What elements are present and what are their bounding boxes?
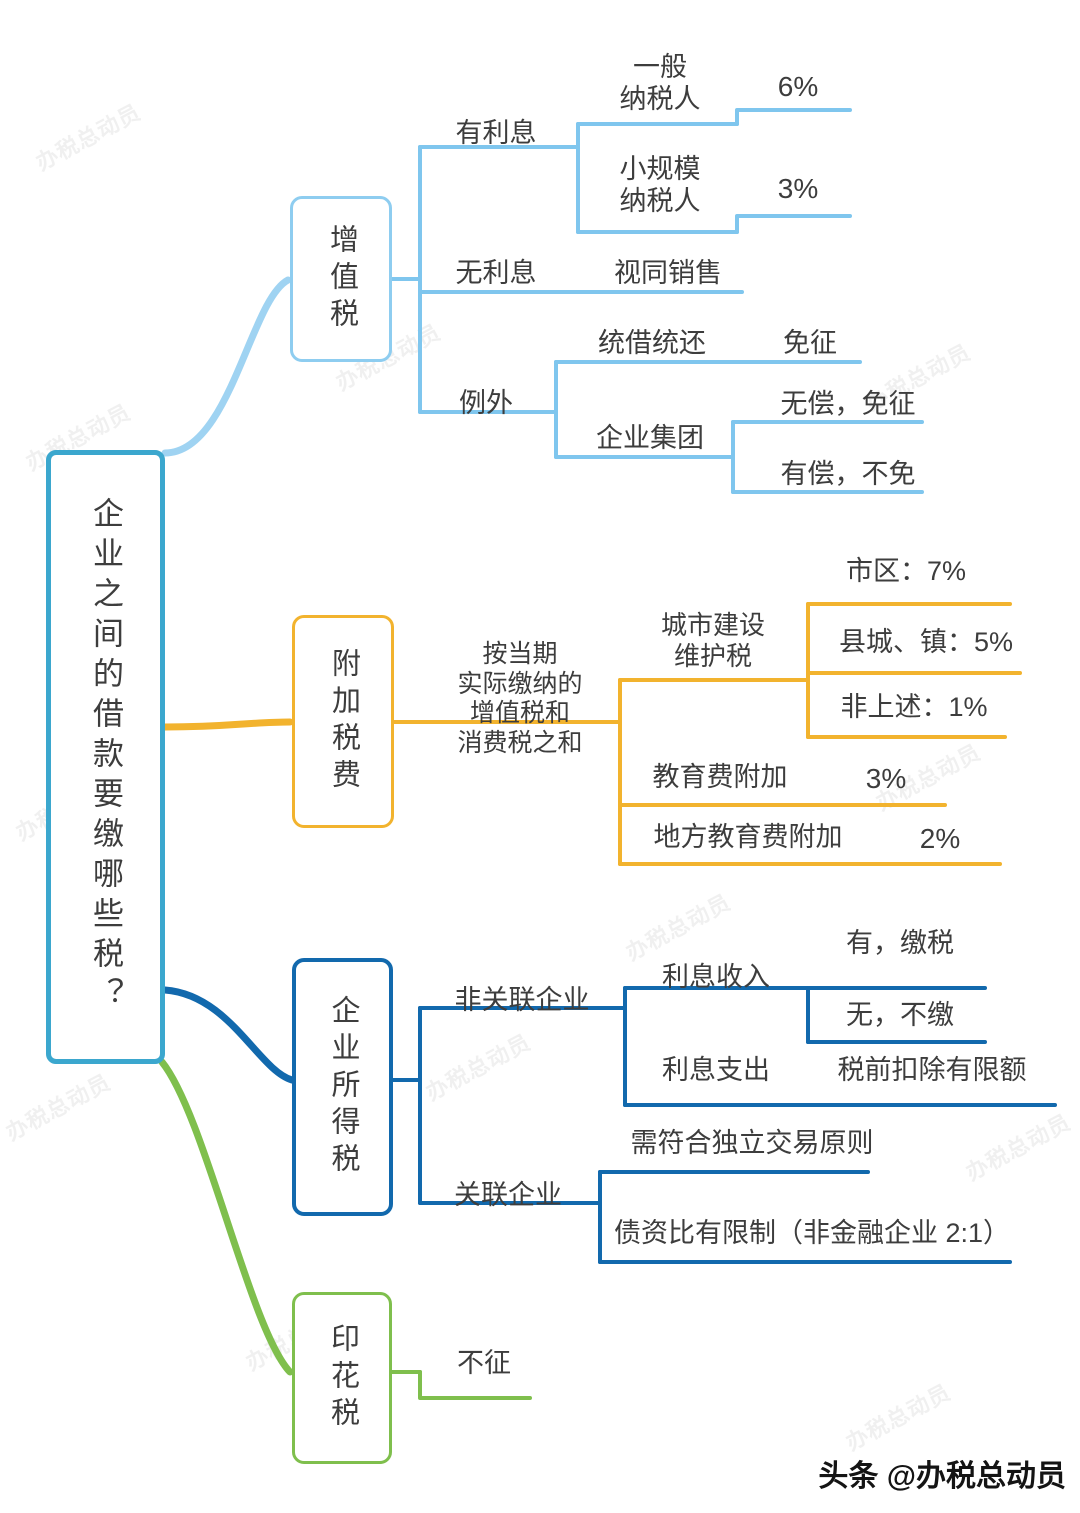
branch-node-surcharge-label: 附加税费: [327, 647, 360, 796]
label-exception[interactable]: 例外: [459, 388, 513, 418]
label-unified-borrow[interactable]: 统借统还: [598, 328, 706, 358]
label-surcharge-basis[interactable]: 按当期 实际缴纳的 增值税和 消费税之和: [457, 640, 583, 757]
label-general-taxpayer[interactable]: 一般 纳税人: [619, 52, 701, 114]
label-related-enterprise[interactable]: 关联企业: [454, 1180, 562, 1210]
label-not-levied[interactable]: 不征: [457, 1348, 511, 1378]
label-education-surcharge[interactable]: 教育费附加: [652, 762, 788, 792]
line-rate3: [735, 214, 852, 234]
line-not-levied: [418, 1370, 532, 1400]
label-small-taxpayer[interactable]: 小规模 纳税人: [619, 154, 701, 216]
root-node[interactable]: 企业之间的借款要缴哪些税？: [46, 450, 165, 1064]
branch-node-surcharge[interactable]: 附加税费: [292, 615, 394, 828]
branch-node-vat[interactable]: 增值税: [290, 196, 392, 362]
label-interest-expense[interactable]: 利息支出: [662, 1055, 770, 1085]
label-group[interactable]: 企业集团: [596, 423, 704, 453]
label-has-interest[interactable]: 有利息: [455, 118, 537, 148]
label-deemed-sale[interactable]: 视同销售: [614, 258, 722, 288]
label-no-interest[interactable]: 无利息: [455, 258, 537, 288]
line-rate6: [735, 108, 852, 126]
footer-text: 头条 @办税总动员: [818, 1460, 1066, 1493]
label-vat-exempt[interactable]: 免征: [783, 328, 837, 358]
label-pretax-deduction-limit[interactable]: 税前扣除有限额: [837, 1055, 1027, 1085]
branch-node-vat-label: 增值税: [325, 223, 358, 335]
label-education-rate-3[interactable]: 3%: [865, 763, 907, 794]
trunk-surcharge: [161, 718, 294, 731]
label-local-education-surcharge[interactable]: 地方教育费附加: [653, 822, 843, 852]
label-free-exempt[interactable]: 无偿，免征: [780, 389, 916, 419]
root-node-label: 企业之间的借款要缴哪些税？: [88, 497, 123, 1017]
trunk-stamp: [158, 1058, 294, 1376]
label-city-maintenance-tax[interactable]: 城市建设 维护税: [660, 610, 766, 671]
branch-node-stamp-tax[interactable]: 印花税: [292, 1292, 392, 1464]
label-other-rate-1[interactable]: 非上述：1%: [840, 692, 988, 722]
label-county-rate-5[interactable]: 县城、镇：5%: [838, 627, 1014, 657]
label-arms-length-principle[interactable]: 需符合独立交易原则: [630, 1128, 874, 1158]
label-vat-rate-3[interactable]: 3%: [777, 173, 819, 204]
label-has-pay-tax[interactable]: 有，缴税: [846, 928, 954, 958]
label-non-related-enterprise[interactable]: 非关联企业: [454, 985, 590, 1015]
label-local-education-rate-2[interactable]: 2%: [919, 823, 961, 854]
footer-credit: 头条 @办税总动员: [818, 1451, 1066, 1495]
trunk-income: [161, 986, 296, 1084]
label-debt-equity-ratio-limit[interactable]: 债资比有限制（非金融企业 2:1）: [613, 1218, 1011, 1248]
branch-node-stamp-tax-label: 印花税: [326, 1322, 359, 1434]
label-paid-not-exempt[interactable]: 有偿，不免: [780, 459, 916, 489]
label-vat-rate-6[interactable]: 6%: [777, 71, 819, 102]
trunk-vat: [161, 276, 292, 457]
label-city-rate-7[interactable]: 市区：7%: [845, 556, 967, 586]
branch-node-income-tax[interactable]: 企业所得税: [292, 958, 393, 1216]
branch-node-income-tax-label: 企业所得税: [327, 994, 359, 1180]
label-interest-income[interactable]: 利息收入: [662, 962, 770, 992]
label-none-no-pay[interactable]: 无，不缴: [846, 1000, 954, 1030]
